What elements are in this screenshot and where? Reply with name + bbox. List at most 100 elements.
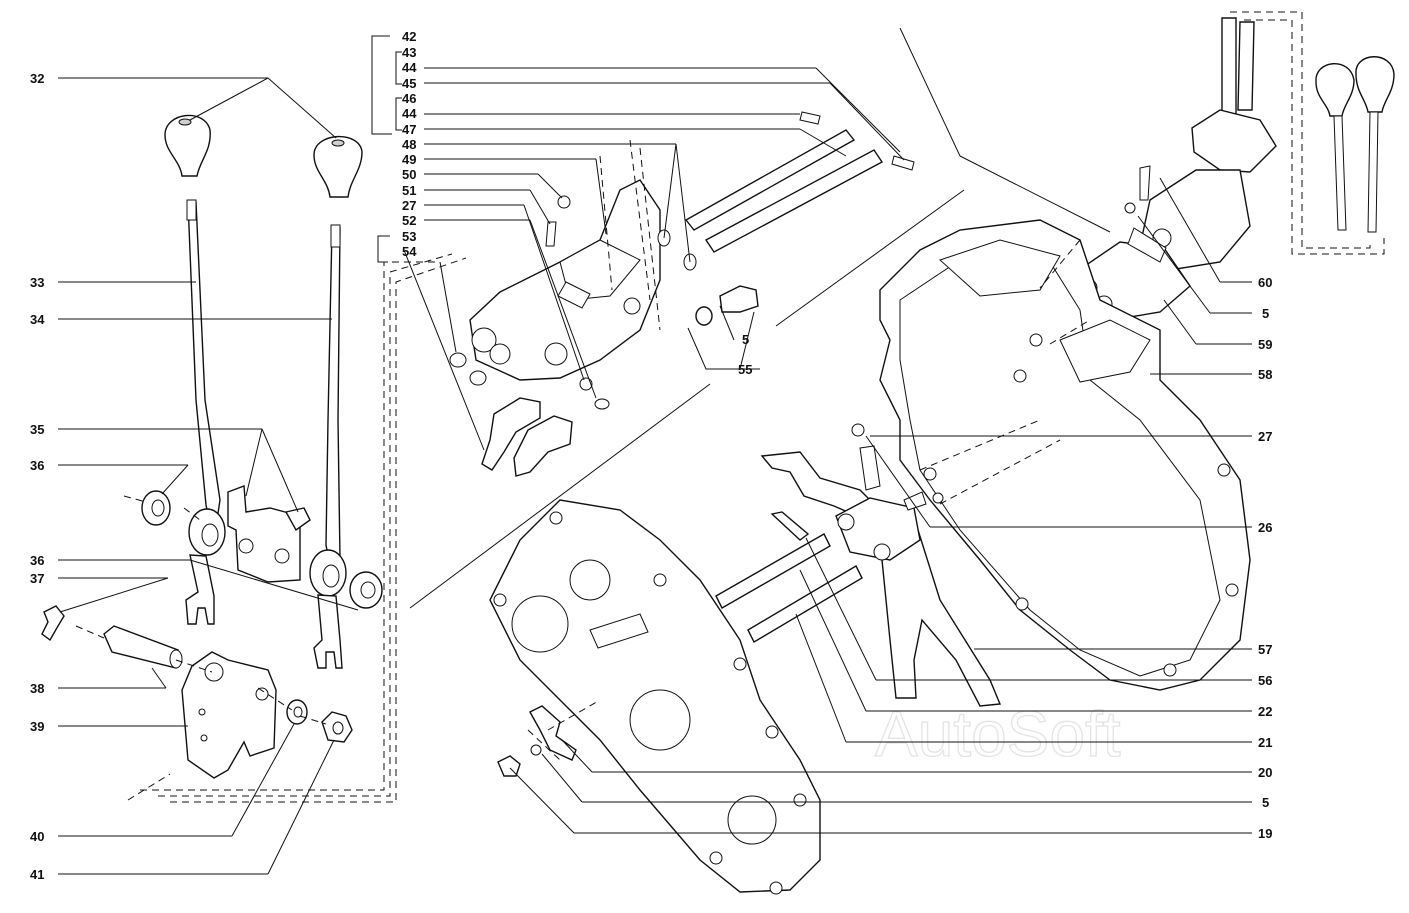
casing-bolt-hole bbox=[1163, 663, 1177, 677]
lock-bolt bbox=[497, 755, 521, 777]
detent-ball bbox=[557, 195, 571, 209]
rod-pin bbox=[891, 155, 915, 171]
leader-lines bbox=[58, 27, 1252, 875]
callout-21: 21 bbox=[1258, 735, 1272, 750]
cover-plate-bolt-hole bbox=[709, 851, 723, 865]
lever-shaft-right bbox=[1237, 21, 1255, 111]
cover-plate bbox=[1127, 227, 1167, 263]
housing-bore bbox=[489, 343, 511, 365]
lever-shaft-left bbox=[1221, 17, 1237, 121]
hub-bore bbox=[201, 523, 219, 547]
grease-nipple bbox=[41, 605, 65, 642]
callout-19: 19 bbox=[1258, 826, 1272, 841]
gearbox-casing bbox=[879, 219, 1251, 691]
callout-44: 44 bbox=[402, 60, 417, 75]
casing-inner bbox=[899, 259, 1221, 677]
callout-41: 41 bbox=[30, 867, 44, 882]
cover-plate-bolt-hole bbox=[765, 725, 779, 739]
cover-plate-bolt-hole bbox=[549, 511, 563, 525]
callout-39: 39 bbox=[30, 719, 44, 734]
washer-hole bbox=[293, 706, 303, 718]
casing-bolt-hole bbox=[1029, 333, 1043, 347]
callout-38: 38 bbox=[30, 681, 44, 696]
gear-lever-long bbox=[187, 201, 221, 541]
callout-59: 59 bbox=[1258, 337, 1272, 352]
lock-plate bbox=[529, 705, 577, 761]
washer-hole bbox=[360, 581, 376, 599]
pin-end bbox=[169, 649, 183, 669]
callout-47: 47 bbox=[402, 122, 416, 137]
interlock-plate bbox=[557, 281, 591, 309]
bracket-hole bbox=[274, 548, 290, 564]
plug bbox=[449, 352, 467, 368]
callout-52: 52 bbox=[402, 213, 416, 228]
casing-bolt-hole bbox=[923, 467, 937, 481]
lever-bracket bbox=[227, 485, 301, 583]
callout-27: 27 bbox=[402, 198, 416, 213]
callout-37: 37 bbox=[30, 571, 44, 586]
detent-spring bbox=[545, 221, 557, 247]
callout-49: 49 bbox=[402, 152, 416, 167]
callout-35: 35 bbox=[30, 422, 44, 437]
lever-fork-left bbox=[185, 554, 215, 625]
callout-labels: 32 33 34 35 36 36 37 38 39 40 41 42 43 4… bbox=[30, 29, 1272, 882]
callout-54: 54 bbox=[402, 244, 417, 259]
shift-rail-upper bbox=[715, 533, 831, 609]
bolt-washer bbox=[695, 306, 713, 326]
lever-fork-right bbox=[313, 594, 343, 669]
lever-assembly bbox=[41, 114, 383, 779]
shift-lug-right bbox=[513, 415, 573, 477]
plug bbox=[469, 370, 487, 386]
front-cover-plate bbox=[489, 499, 821, 895]
detent-ball bbox=[932, 492, 944, 504]
fork-arm-upper bbox=[770, 511, 810, 541]
fork-hub bbox=[835, 497, 921, 561]
casing-bolt-hole bbox=[1013, 369, 1027, 383]
cover-plate-slot bbox=[589, 613, 649, 649]
bracket-hole bbox=[238, 538, 254, 554]
bracket-tab bbox=[284, 507, 311, 532]
shift-fork-lower bbox=[879, 519, 1002, 707]
cover-plate-bolt-hole bbox=[733, 657, 747, 671]
lever-knob-right bbox=[313, 135, 363, 198]
dashed-link bbox=[1230, 11, 1371, 249]
callout-32: 32 bbox=[30, 71, 44, 86]
casing-cover-seat bbox=[1059, 319, 1151, 383]
cover-plate-bore bbox=[511, 595, 569, 653]
support-hole bbox=[200, 734, 208, 742]
callout-60: 60 bbox=[1258, 275, 1272, 290]
cover-plate-bore bbox=[727, 795, 777, 845]
callout-44: 44 bbox=[402, 106, 417, 121]
lock-washer bbox=[530, 744, 542, 756]
support-hole bbox=[204, 662, 224, 682]
cover-bolt bbox=[1139, 165, 1151, 201]
housing-bore bbox=[471, 327, 497, 353]
lever-thread bbox=[186, 199, 197, 221]
washer-hole bbox=[151, 499, 165, 517]
detent-ball bbox=[579, 377, 593, 391]
lever-support bbox=[181, 651, 277, 779]
cover-plate-bolt-hole bbox=[493, 593, 507, 607]
detent-spring bbox=[903, 491, 927, 511]
callout-26: 26 bbox=[1258, 520, 1272, 535]
cover-plate-bolt-hole bbox=[793, 793, 807, 807]
callout-43: 43 bbox=[402, 45, 416, 60]
housing-bore bbox=[623, 297, 641, 315]
side-knob-left bbox=[1315, 63, 1355, 117]
cover-plate-bore bbox=[569, 559, 611, 601]
casing-bolt-hole bbox=[1015, 597, 1029, 611]
side-lever-left bbox=[1333, 115, 1347, 231]
housing-bore bbox=[544, 342, 568, 366]
lever-pin bbox=[103, 625, 179, 669]
callout-48: 48 bbox=[402, 137, 416, 152]
callout-36: 36 bbox=[30, 458, 44, 473]
lever-thread bbox=[330, 224, 341, 248]
shift-lug-left bbox=[481, 397, 541, 471]
callout-5: 5 bbox=[1262, 306, 1269, 321]
callout-50: 50 bbox=[402, 167, 416, 182]
rod-pin bbox=[799, 111, 821, 125]
casing-bolt-hole bbox=[1225, 583, 1239, 597]
casing-bolt-hole bbox=[1217, 463, 1231, 477]
callout-33: 33 bbox=[30, 275, 44, 290]
